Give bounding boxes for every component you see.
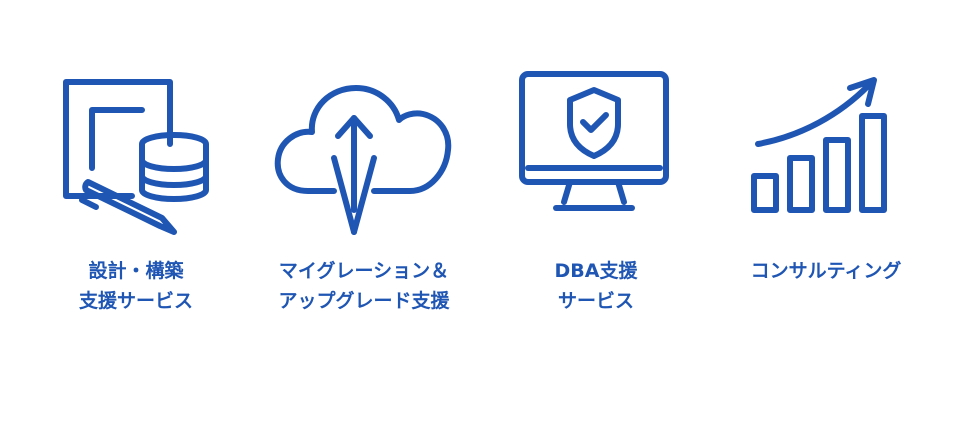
design-document-database-icon: [63, 79, 209, 235]
cloud-migration-icon: [274, 85, 452, 235]
service-label: DBA支援 サービス: [476, 256, 716, 316]
service-label-line: アップグレード支援: [278, 290, 450, 312]
service-migration-upgrade: マイグレーション＆ アップグレード支援: [244, 0, 484, 439]
service-dba-support: DBA支援 サービス: [476, 0, 716, 439]
service-label-line: サービス: [557, 290, 634, 312]
service-label: コンサルティング: [706, 256, 946, 286]
growth-chart-icon: [751, 77, 887, 213]
service-label: マイグレーション＆ アップグレード支援: [244, 256, 484, 316]
service-consulting: コンサルティング: [706, 0, 946, 439]
service-label-line: DBA支援: [554, 260, 638, 282]
service-label-line: コンサルティング: [750, 260, 902, 282]
service-label-line: 設計・構築: [88, 260, 184, 282]
service-design-build: 設計・構築 支援サービス: [16, 0, 256, 439]
monitor-shield-icon: [519, 71, 669, 211]
service-label-line: 支援サービス: [78, 290, 193, 312]
service-label-line: マイグレーション＆: [278, 260, 450, 282]
service-label: 設計・構築 支援サービス: [16, 256, 256, 316]
